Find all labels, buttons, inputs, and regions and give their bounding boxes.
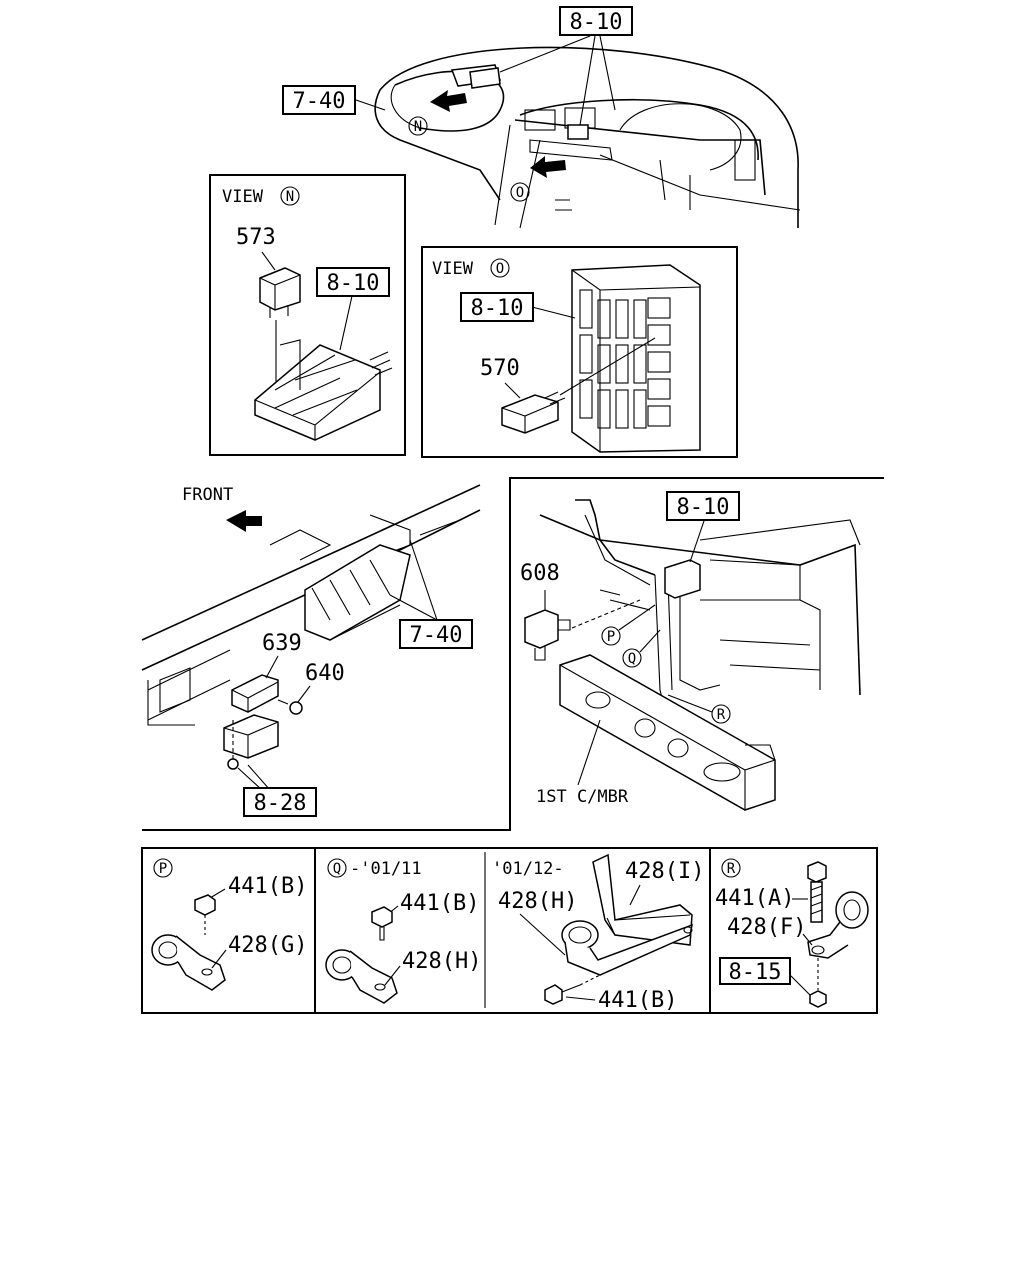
detail-p-mark: P — [159, 861, 167, 877]
mark-n: N — [414, 119, 422, 135]
right-ref-8-10: 8-10 — [677, 495, 730, 520]
detail-p-bolt: 441(B) — [228, 874, 307, 899]
detail-p: P 441(B) 428(G) — [151, 858, 307, 991]
view-n-mark: N — [286, 189, 294, 205]
detail-q2-range: '01/12- — [492, 859, 564, 879]
view-o-ref-8-10: 8-10 — [471, 296, 524, 321]
view-o-mark: O — [496, 261, 504, 277]
detail-r-ref-box — [719, 957, 791, 985]
view-o-ref-box — [460, 292, 534, 322]
detail-q2-clip: 428(H) — [498, 889, 577, 914]
mark-o: O — [516, 185, 524, 201]
mark-r: R — [717, 707, 726, 723]
left-ref-7-40: 7-40 — [410, 623, 463, 648]
detail-q2: '01/12- 428(I) 428(H) 441(B) — [492, 853, 704, 1013]
view-n-panel: VIEW N 573 8-10 — [209, 174, 406, 456]
right-install-view: 8-10 608 P Q R 1ST C/MBR — [520, 491, 861, 811]
left-ref-box-7-40 — [399, 619, 473, 649]
ref-8-10-top: 8-10 — [570, 10, 623, 35]
part-640: 640 — [305, 661, 345, 686]
view-n-ref-8-10: 8-10 — [327, 271, 380, 296]
mark-q: Q — [628, 651, 636, 667]
mark-p: P — [607, 629, 615, 645]
detail-q-range: -'01/11 — [350, 859, 422, 879]
detail-q-clip: 428(H) — [402, 949, 481, 974]
detail-panels: P 441(B) 428(G) Q -'01/11 441(B) 428 — [141, 847, 878, 1014]
ref-box-7-40-top — [282, 85, 356, 115]
part-639: 639 — [262, 631, 302, 656]
part-570: 570 — [480, 356, 520, 381]
part-573: 573 — [236, 225, 276, 250]
detail-q2-bolt: 441(B) — [598, 988, 677, 1013]
front-label: FRONT — [182, 485, 233, 505]
detail-q-mark: Q — [333, 861, 341, 877]
view-n-ref-box — [316, 267, 390, 297]
view-o-title: VIEW — [432, 259, 474, 279]
part-608: 608 — [520, 561, 560, 586]
left-install-view: FRONT 7-40 639 640 — [141, 477, 884, 831]
ref-7-40-top: 7-40 — [293, 89, 346, 114]
detail-r-bolt: 441(A) — [715, 886, 794, 911]
detail-r-ref: 8-15 — [729, 960, 782, 985]
member-label: 1ST C/MBR — [536, 787, 629, 807]
left-ref-8-28: 8-28 — [254, 791, 307, 816]
detail-q-bolt: 441(B) — [400, 891, 479, 916]
detail-q: Q -'01/11 441(B) 428(H) — [325, 858, 481, 1004]
detail-r: R 441(A) 428(F) 8-15 — [715, 858, 869, 1008]
detail-r-clip: 428(F) — [727, 915, 806, 940]
left-ref-box-8-28 — [243, 787, 317, 817]
detail-q2-bracket: 428(I) — [625, 859, 704, 884]
detail-p-clip: 428(G) — [228, 933, 307, 958]
view-n-title: VIEW — [222, 187, 264, 207]
right-ref-box-8-10 — [666, 491, 740, 521]
ref-box-8-10-top — [559, 6, 633, 36]
view-o-panel: VIEW O 8-10 570 — [421, 246, 738, 458]
detail-r-mark: R — [727, 861, 736, 877]
dashboard-overview: N O 8-10 7-40 — [282, 6, 801, 229]
